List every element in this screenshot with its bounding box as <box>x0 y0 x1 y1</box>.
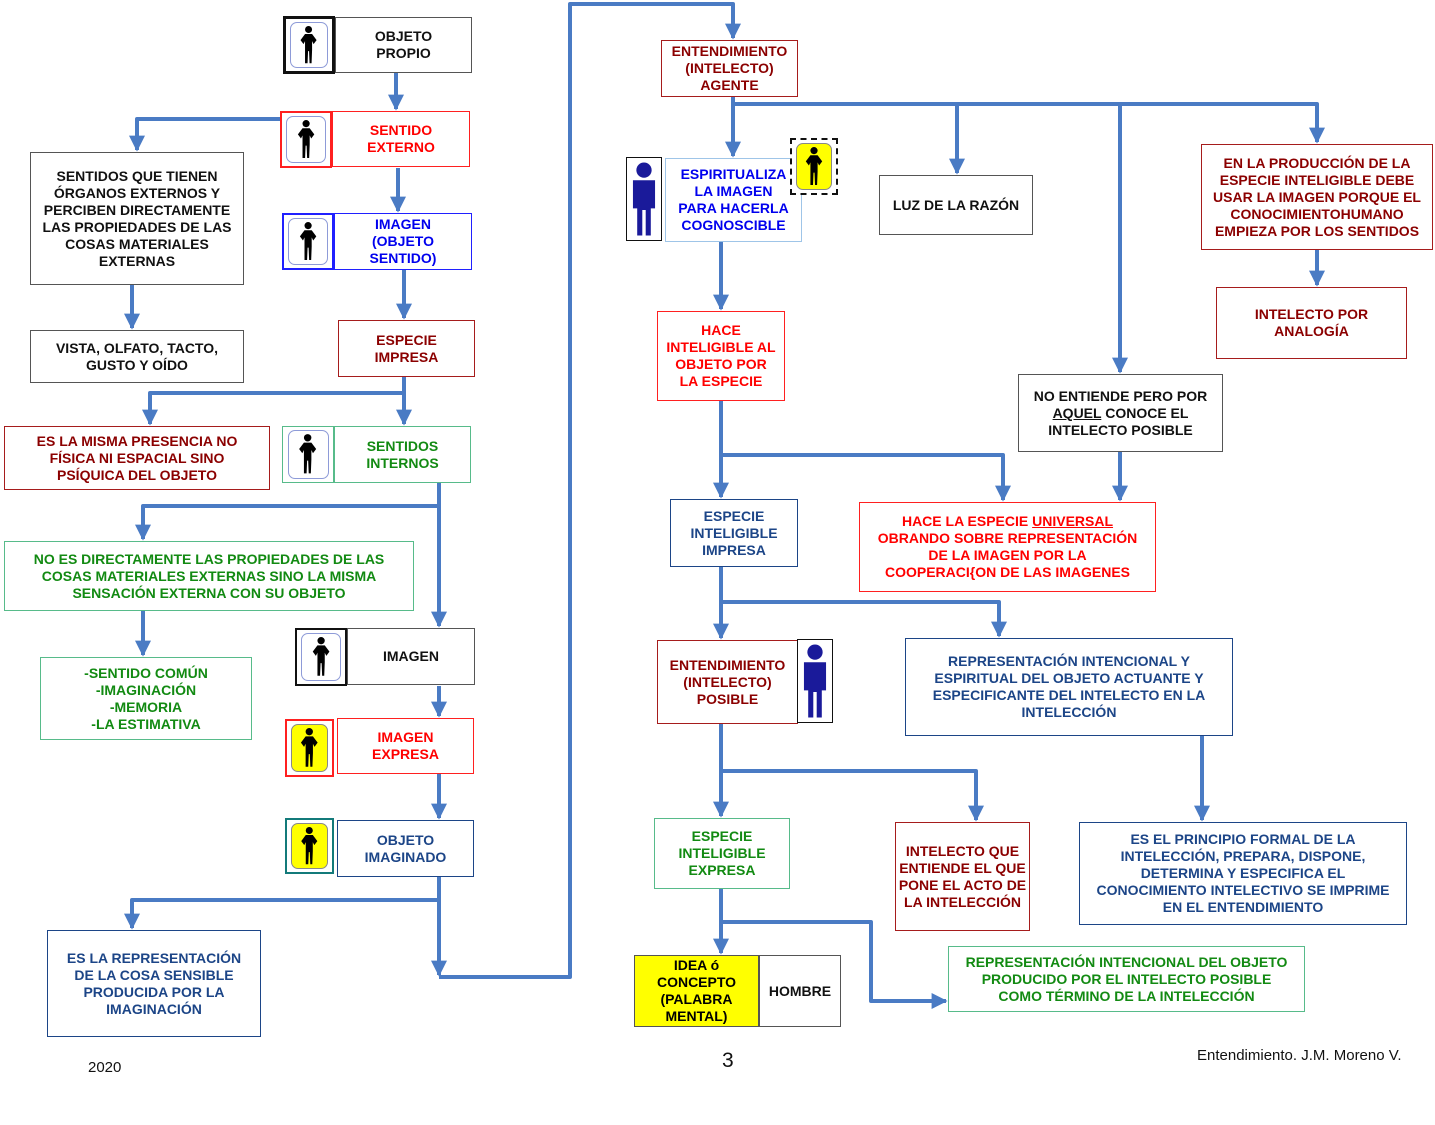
blue-person-icon <box>797 639 833 723</box>
vista-olfato-box: VISTA, OLFATO, TACTO, GUSTO Y OÍDO <box>30 330 244 383</box>
idea-concepto-box: IDEA ó CONCEPTO (PALABRA MENTAL) <box>634 955 759 1027</box>
arrow <box>733 102 1325 144</box>
hace-universal-text: HACE LA ESPECIE <box>901 513 1033 529</box>
hace-universal-text-2: OBRANDO SOBRE REPRESENTACIÓN DE LA IMAGE… <box>877 530 1138 580</box>
person-icon <box>282 213 334 270</box>
footer-year: 2020 <box>88 1059 122 1076</box>
luz-razon-box: LUZ DE LA RAZÓN <box>879 175 1033 235</box>
person-icon <box>280 111 332 168</box>
arrow <box>721 600 1007 638</box>
especie-inteligible-expresa-box: ESPECIE INTELIGIBLE EXPRESA <box>654 818 790 889</box>
sentidos-internos-box: SENTIDOS INTERNOS <box>334 426 471 483</box>
person-icon <box>282 426 334 483</box>
person-icon <box>295 628 347 686</box>
imagen-expresa-box: IMAGEN EXPRESA <box>337 718 474 774</box>
arrow <box>142 377 406 426</box>
principio-formal-box: ES EL PRINCIPIO FORMAL DE LA INTELECCIÓN… <box>1079 822 1407 925</box>
imagen-box: IMAGEN <box>347 628 475 685</box>
misma-presencia-box: ES LA MISMA PRESENCIA NO FÍSICA NI ESPAC… <box>4 426 270 490</box>
aquel-underlined: AQUEL <box>1052 404 1102 421</box>
person-icon <box>285 719 334 777</box>
en-la-produccion-box: EN LA PRODUCCIÓN DE LA ESPECIE INTELIGIB… <box>1201 144 1433 250</box>
sentido-comun-box: -SENTIDO COMÚN -IMAGINACIÓN -MEMORIA -LA… <box>40 657 252 740</box>
no-directamente-box: NO ES DIRECTAMENTE LAS PROPIEDADES DE LA… <box>4 541 414 611</box>
footer-credit: Entendimiento. J.M. Moreno V. <box>1197 1047 1402 1064</box>
no-entiende-text: NO ENTIENDE PERO POR <box>1033 387 1208 404</box>
imagen-objeto-sentido-box: IMAGEN (OBJETO SENTIDO) <box>334 213 472 270</box>
blue-person-icon <box>626 157 662 241</box>
especie-inteligible-impresa-box: ESPECIE INTELIGIBLE IMPRESA <box>670 499 798 567</box>
person-icon <box>285 818 334 874</box>
arrow <box>135 483 441 541</box>
hombre-box: HOMBRE <box>759 955 841 1027</box>
person-icon <box>283 16 335 74</box>
espiritualiza-box: ESPIRITUALIZA LA IMAGEN PARA HACERLA COG… <box>665 158 802 242</box>
objeto-imaginado-box: OBJETO IMAGINADO <box>337 820 474 877</box>
universal-underlined: UNIVERSAL <box>1032 513 1114 529</box>
entendimiento-posible-box: ENTENDIMIENTO (INTELECTO) POSIBLE <box>657 640 798 724</box>
arrow <box>439 2 741 979</box>
arrow <box>124 876 441 930</box>
arrow <box>721 453 1011 502</box>
entendimiento-agente-box: ENTENDIMIENTO (INTELECTO) AGENTE <box>661 40 798 97</box>
arrow <box>721 769 984 822</box>
no-entiende-text-2: CONOCE EL INTELECTO POSIBLE <box>1048 404 1193 438</box>
objeto-propio-box: OBJETO PROPIO <box>335 17 472 73</box>
sentidos-organos-box: SENTIDOS QUE TIENEN ÓRGANOS EXTERNOS Y P… <box>30 152 244 285</box>
sentido-externo-box: SENTIDO EXTERNO <box>332 111 470 167</box>
representacion-intencional-box: REPRESENTACIÓN INTENCIONAL Y ESPIRITUAL … <box>905 638 1233 736</box>
hace-especie-universal-box: HACE LA ESPECIE UNIVERSAL OBRANDO SOBRE … <box>859 502 1156 592</box>
representacion-objeto-box: REPRESENTACIÓN INTENCIONAL DEL OBJETO PR… <box>948 946 1305 1012</box>
representacion-sensible-box: ES LA REPRESENTACIÓN DE LA COSA SENSIBLE… <box>47 930 261 1037</box>
hace-inteligible-box: HACE INTELIGIBLE AL OBJETO POR LA ESPECI… <box>657 311 785 401</box>
intelecto-que-entiende-box: INTELECTO QUE ENTIENDE EL QUE PONE EL AC… <box>895 822 1030 931</box>
arrow <box>721 920 948 1009</box>
page-number: 3 <box>722 1049 734 1072</box>
especie-impresa-box: ESPECIE IMPRESA <box>338 320 475 377</box>
person-icon <box>790 138 838 195</box>
arrow <box>129 117 280 152</box>
intelecto-analogia-box: INTELECTO POR ANALOGÍA <box>1216 287 1407 359</box>
